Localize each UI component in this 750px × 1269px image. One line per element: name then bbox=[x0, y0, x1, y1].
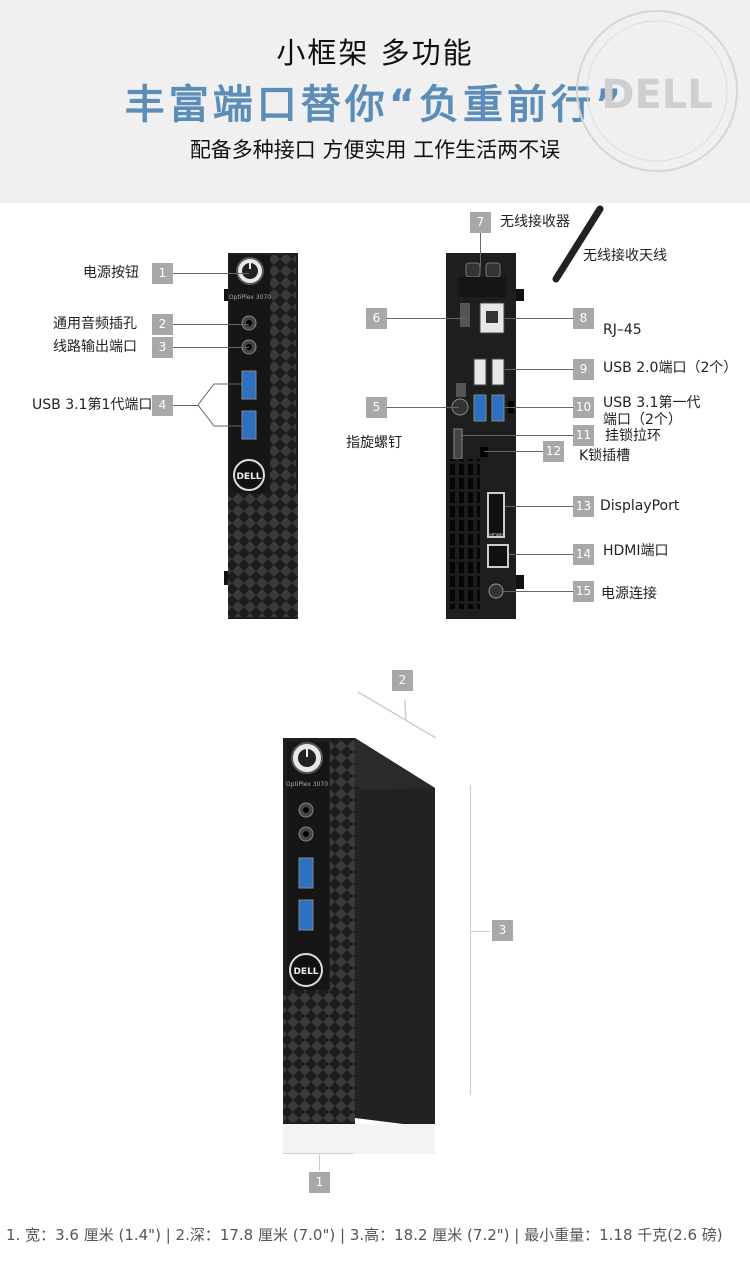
page-title: 小框架 多功能 bbox=[276, 36, 474, 70]
label-usb31-rear-a: USB 3.1第一代 bbox=[603, 395, 701, 411]
label-audio-jack: 通用音频插孔 bbox=[53, 316, 137, 332]
specs-footer: 1. 宽：3.6 厘米 (1.4") | 2.深：17.8 厘米 (7.0") … bbox=[6, 1226, 723, 1244]
label-power-connector: 电源连接 bbox=[601, 586, 657, 602]
device-model-text: OptiPlex 3070 bbox=[286, 781, 328, 788]
rear-view-device: HDMI bbox=[446, 253, 524, 619]
leader-line bbox=[502, 591, 573, 592]
svg-text:DELL: DELL bbox=[601, 72, 713, 118]
dimension-height-badge: 3 bbox=[492, 920, 513, 941]
dimension-height-tick bbox=[470, 931, 490, 932]
label-usb31-front: USB 3.1第1代端口 bbox=[32, 397, 153, 413]
leader-line bbox=[173, 273, 249, 274]
badge-13: 13 bbox=[573, 496, 594, 517]
label-thumb-screw: 指旋螺钉 bbox=[346, 435, 402, 451]
watermark-seal: DELL bbox=[576, 10, 738, 172]
dimension-depth-badge: 2 bbox=[392, 670, 413, 691]
leader-line bbox=[387, 407, 459, 408]
badge-14: 14 bbox=[573, 544, 594, 565]
label-usb31-rear-b: 端口（2个） bbox=[603, 412, 682, 428]
dell-logo-text: DELL bbox=[293, 967, 318, 977]
leader-line bbox=[173, 405, 199, 406]
leader-line bbox=[505, 318, 573, 319]
wireless-antenna bbox=[552, 205, 604, 283]
badge-15: 15 bbox=[573, 581, 594, 602]
badge-1: 1 bbox=[152, 263, 173, 284]
leader-line bbox=[509, 554, 573, 555]
leader-line bbox=[505, 506, 573, 507]
badge-8: 8 bbox=[573, 308, 594, 329]
label-rj45: RJ–45 bbox=[603, 322, 642, 338]
svg-text:OptiPlex 3070: OptiPlex 3070 bbox=[229, 294, 271, 301]
leader-line bbox=[505, 369, 573, 370]
dimension-depth-line bbox=[357, 691, 437, 739]
badge-6: 6 bbox=[366, 308, 387, 329]
label-displayport: DisplayPort bbox=[600, 498, 680, 514]
label-k-lock: K锁插槽 bbox=[579, 448, 631, 464]
leader-line bbox=[173, 347, 249, 348]
leader-line bbox=[480, 233, 481, 267]
subtitle: 配备多种接口 方便实用 工作生活两不误 bbox=[189, 138, 561, 162]
badge-3: 3 bbox=[152, 337, 173, 358]
badge-12: 12 bbox=[543, 441, 564, 462]
leader-line bbox=[387, 318, 467, 319]
leader-line bbox=[173, 324, 249, 325]
badge-7: 7 bbox=[470, 212, 491, 233]
label-wireless-receiver: 无线接收器 bbox=[500, 214, 570, 230]
dimension-width-badge: 1 bbox=[309, 1172, 330, 1193]
front-view-device: OptiPlex 3070 DELL bbox=[224, 253, 298, 619]
label-antenna: 无线接收天线 bbox=[583, 248, 667, 264]
badge-10: 10 bbox=[573, 397, 594, 418]
dimension-width-line bbox=[283, 1153, 353, 1154]
headline: 丰富端口替你“负重前行” bbox=[124, 82, 626, 128]
leader-line bbox=[484, 451, 543, 452]
dimension-width-tick bbox=[319, 1153, 320, 1171]
badge-5: 5 bbox=[366, 397, 387, 418]
svg-text:DELL: DELL bbox=[236, 472, 261, 482]
badge-4: 4 bbox=[152, 395, 173, 416]
badge-9: 9 bbox=[573, 359, 594, 380]
label-hdmi: HDMI端口 bbox=[603, 543, 669, 559]
label-usb20: USB 2.0端口（2个） bbox=[603, 360, 738, 376]
leader-line bbox=[505, 407, 573, 408]
leader-bracket bbox=[198, 383, 242, 427]
label-line-out: 线路输出端口 bbox=[53, 339, 137, 355]
dimension-height-line bbox=[470, 785, 471, 1095]
label-padlock-ring: 挂锁拉环 bbox=[605, 428, 661, 444]
badge-11: 11 bbox=[573, 425, 594, 446]
badge-2: 2 bbox=[152, 314, 173, 335]
device-3d-view: OptiPlex 3070 DELL bbox=[283, 738, 435, 1154]
header-banner bbox=[0, 0, 750, 203]
leader-line bbox=[462, 435, 573, 436]
label-power-button: 电源按钮 bbox=[83, 265, 139, 281]
hdmi-port-text: HDMI bbox=[489, 533, 502, 539]
